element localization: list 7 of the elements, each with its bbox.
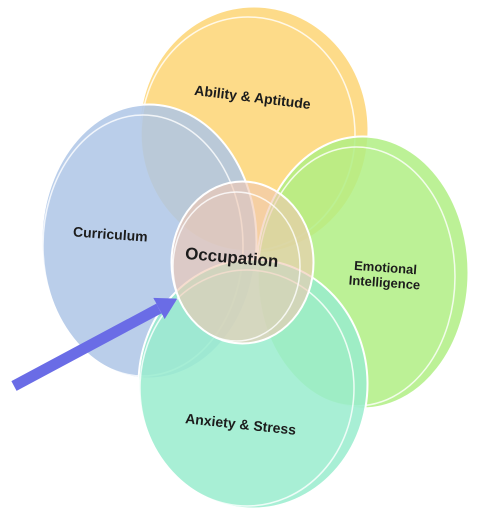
venn-ellipse [170,180,315,345]
set-label: Occupation [184,243,280,271]
arrow [11,298,178,391]
set-label: Ability & Aptitude [192,82,311,113]
set-label: Curriculum [72,224,148,246]
set-label: Emotional Intelligence [347,257,422,293]
set-label: Anxiety & Stress [184,411,296,438]
